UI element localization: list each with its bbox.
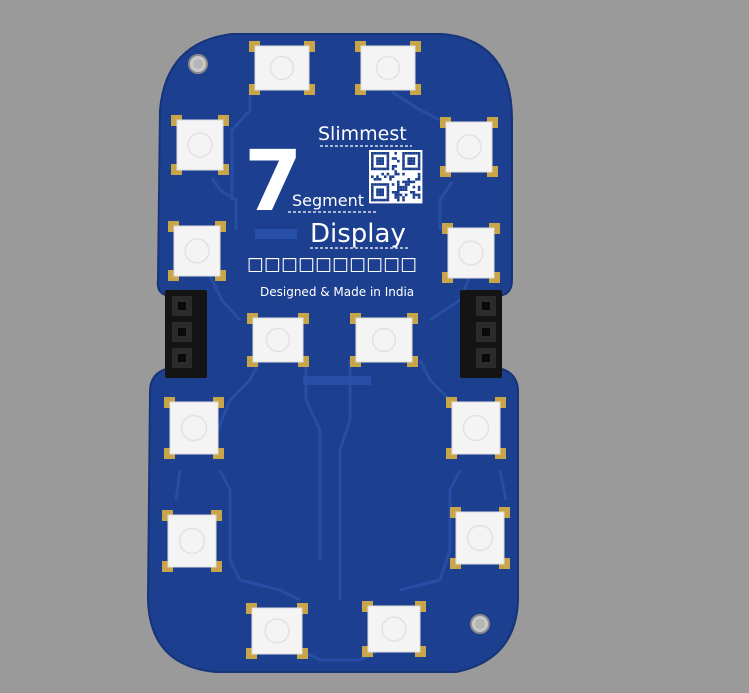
led-lens <box>264 618 290 644</box>
tagline: Designed & Made in India <box>260 285 414 299</box>
led-body <box>251 607 303 655</box>
led-icon <box>246 603 308 659</box>
led-lens <box>180 414 208 442</box>
led-body <box>445 121 493 173</box>
led-lens <box>187 132 213 158</box>
led-lens <box>178 527 206 555</box>
qr-code-icon[interactable] <box>369 150 423 204</box>
led-icon <box>355 41 421 95</box>
led-icon <box>168 221 226 281</box>
led-icon <box>350 313 418 367</box>
led-lens <box>265 327 291 353</box>
led-lens <box>462 414 490 442</box>
led-lens <box>458 240 484 266</box>
silk-marking <box>255 229 297 239</box>
led-lens <box>381 616 407 642</box>
led-icon <box>442 223 500 283</box>
led-icon <box>446 397 506 459</box>
led-body <box>455 511 505 565</box>
led-lens <box>184 238 210 264</box>
pin-header-right[interactable] <box>460 290 502 378</box>
led-icon <box>362 601 426 657</box>
silk-marking <box>303 376 371 385</box>
led-body <box>355 317 413 363</box>
mounting-hole-icon <box>470 614 490 634</box>
led-icon <box>164 397 224 459</box>
number-seven: 7 <box>244 132 302 230</box>
led-body <box>360 45 416 91</box>
title-segment: Segment <box>292 191 364 210</box>
led-icon <box>247 313 309 367</box>
led-body <box>451 401 501 455</box>
pin-header-left[interactable] <box>165 290 207 378</box>
mounting-hole-icon <box>188 54 208 74</box>
checkbox-row: ☐☐☐☐☐☐☐☐☐☐ <box>247 255 417 277</box>
led-body <box>447 227 495 279</box>
led-body <box>169 401 219 455</box>
led-icon <box>450 507 510 569</box>
led-body <box>173 225 221 277</box>
led-lens <box>269 55 295 81</box>
led-icon <box>249 41 315 95</box>
led-icon <box>440 117 498 177</box>
led-body <box>252 317 304 363</box>
led-lens <box>456 134 482 160</box>
led-body <box>176 119 224 171</box>
led-lens <box>466 524 494 552</box>
led-segments <box>162 41 510 659</box>
led-lens <box>375 55 401 81</box>
led-icon <box>171 115 229 175</box>
title-slimmest: Slimmest <box>318 123 407 145</box>
led-body <box>367 605 421 653</box>
led-body <box>167 514 217 568</box>
silkscreen-logo: 7 Slimmest Segment Display ☐☐☐☐☐☐☐☐☐☐ De… <box>244 123 417 299</box>
led-lens <box>371 327 397 353</box>
led-body <box>254 45 310 91</box>
title-display: Display <box>310 219 406 249</box>
led-icon <box>162 510 222 572</box>
